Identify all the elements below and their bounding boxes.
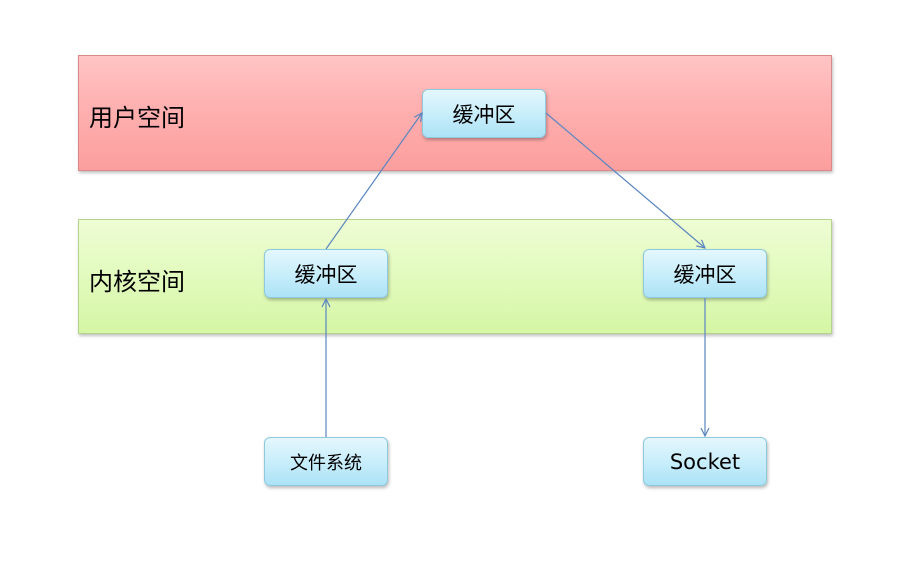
socket-node: Socket [643,437,767,486]
kernel-buffer-left-label: 缓冲区 [294,262,358,287]
socket-label: Socket [669,449,741,474]
kernel-buffer-right-node: 缓冲区 [643,249,767,298]
user-buffer-node: 缓冲区 [422,89,546,138]
file-system-node: 文件系统 [264,437,388,486]
kernel-space-label: 内核空间 [89,268,185,296]
file-system-label: 文件系统 [290,452,362,474]
kernel-buffer-left-node: 缓冲区 [264,249,388,298]
user-space-label: 用户空间 [89,104,185,132]
user-buffer-label: 缓冲区 [452,102,516,127]
kernel-buffer-right-label: 缓冲区 [673,262,737,287]
